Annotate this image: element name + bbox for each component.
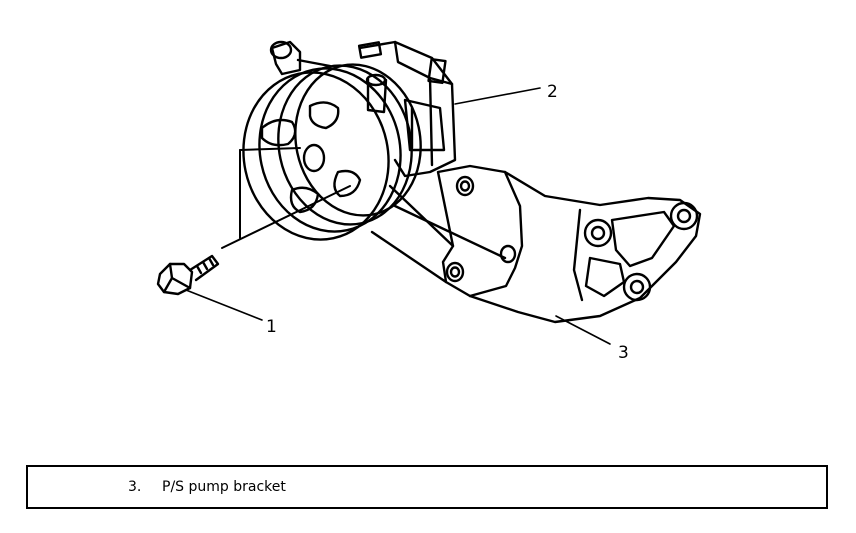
legend-item-number: 3. — [128, 479, 142, 495]
line-drawing: 1 2 3 — [156, 40, 702, 363]
leader-lines — [185, 87, 611, 345]
pump-bracket-illustration: 1 2 3 — [156, 40, 702, 363]
legend-item: 3. P/S pump bracket — [128, 479, 286, 495]
callout-2: 2 — [547, 82, 558, 102]
pump-pulley — [242, 63, 422, 241]
mounting-bolt — [156, 254, 220, 296]
assembly-guide-lines — [221, 147, 351, 249]
callout-3: 3 — [618, 343, 629, 363]
legend-table: 3. P/S pump bracket — [26, 465, 828, 509]
legend-item-label: P/S pump bracket — [162, 479, 286, 495]
pump-bracket — [370, 164, 702, 324]
callout-1: 1 — [266, 317, 277, 337]
